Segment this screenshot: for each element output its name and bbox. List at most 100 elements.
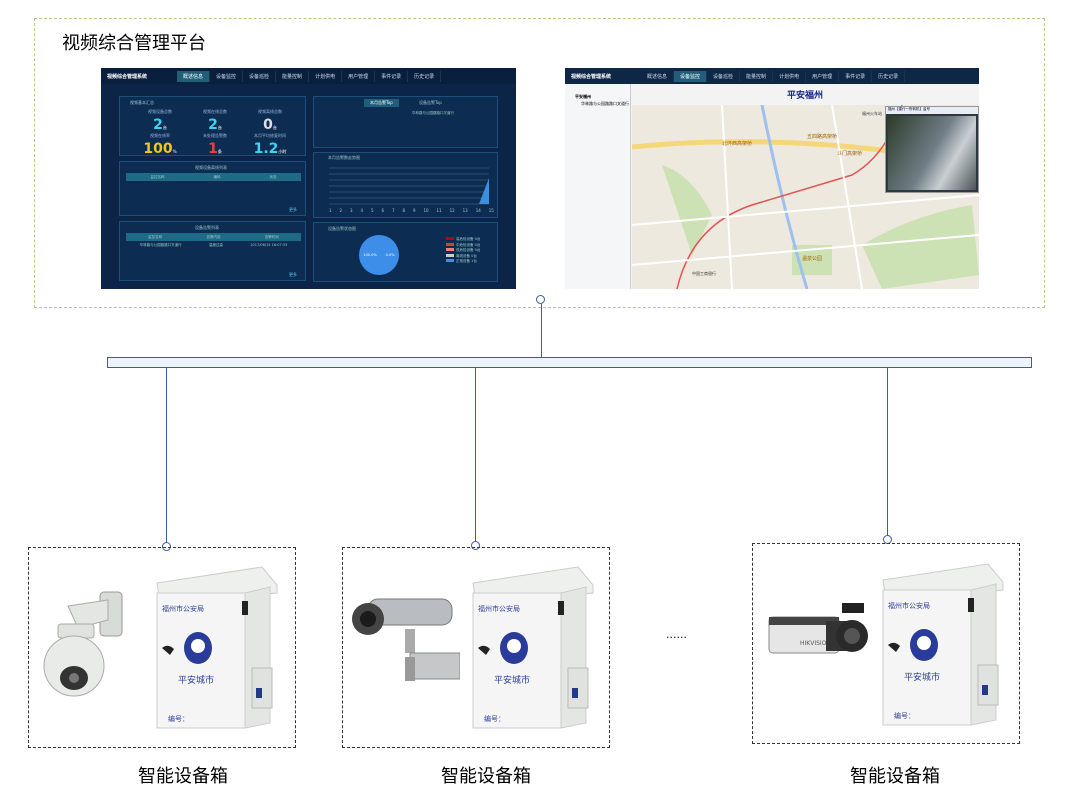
tree-item[interactable]: 华林路与公园路路口叉道行: [581, 101, 629, 106]
stat-label: 视频离线总数: [258, 109, 282, 114]
stat-label: 未处理告警数: [203, 133, 227, 138]
legend-label: 高危险设备 0台: [456, 237, 481, 241]
stat-unit: 小时: [278, 149, 287, 154]
summary-title: 视频基本汇总: [130, 100, 154, 105]
device-port: [471, 541, 480, 550]
alarm-row: 华林路与公园路路口叉道行: [412, 111, 454, 115]
cell: 华林路与公园路路口叉道行: [139, 243, 182, 247]
more-link[interactable]: 更多: [289, 272, 297, 277]
device-label: 智能设备箱: [441, 766, 531, 787]
offline-list-title: 视频设备离线列表: [195, 165, 227, 170]
stat-card: 视频设备总数 2台: [130, 109, 190, 133]
more-devices-ellipsis: ......: [666, 628, 687, 641]
tab-power[interactable]: 计划供电: [773, 70, 807, 82]
map-nav: 视频综合管理系统 概述信息 设备监控 设备巡检 能量控制 计划供电 用户管理 事…: [565, 68, 979, 84]
legend-item: 低危险设备 0台: [446, 248, 480, 254]
col-header: 监控名称: [148, 234, 163, 239]
stat-label: 本月平均修复时间: [254, 133, 286, 138]
map-screenshot: 视频综合管理系统 概述信息 设备监控 设备巡检 能量控制 计划供电 用户管理 事…: [565, 68, 979, 289]
video-title: 福州【建行一所转机】监号: [886, 107, 978, 114]
tab-device-top[interactable]: 设备告警Top: [419, 100, 442, 105]
stat-value: 1: [208, 141, 218, 157]
tab-monthly-top[interactable]: 本月告警Top: [364, 99, 399, 107]
video-popup[interactable]: 福州【建行一所转机】监号: [885, 106, 979, 193]
tab-power[interactable]: 计划供电: [309, 70, 343, 82]
tab-monitor[interactable]: 设备监控: [674, 70, 708, 82]
legend-item: 离线设备 0台: [446, 253, 480, 260]
cabinet-number: 编号：: [168, 714, 189, 723]
tab-users[interactable]: 用户管理: [342, 70, 376, 82]
stat-label: 视频在线总数: [203, 109, 227, 114]
legend-label: 低危险设备 0台: [456, 248, 481, 252]
x-tick: 6: [381, 208, 385, 213]
col-header: 状态: [269, 174, 277, 179]
cell: 2017/06/15 16:07:33: [250, 243, 288, 247]
cabinet-org: 福州市公安局: [888, 601, 930, 610]
alarm-top-panel: 本月告警Top 设备告警Top 华林路与公园路路口叉道行: [313, 96, 498, 148]
legend-item: 中危险设备 0台: [446, 242, 480, 249]
stat-value: 0: [263, 117, 273, 133]
map-place: 五四路高架桥: [807, 133, 837, 140]
legend-item: 正常设备 1台: [446, 259, 480, 265]
app-name: 视频综合管理系统: [107, 73, 148, 80]
tab-users[interactable]: 用户管理: [806, 70, 840, 82]
col-header: 编码: [213, 174, 221, 179]
drop-line: [475, 368, 476, 545]
device-box-3: [752, 543, 1020, 744]
equipment-cabinet: 福州市公安局 平安城市 编号：: [882, 563, 1004, 726]
more-link[interactable]: 更多: [289, 207, 297, 212]
hikvision-camera-icon: HIKVISION: [768, 603, 868, 654]
drop-line: [887, 368, 888, 540]
tab-overview[interactable]: 概述信息: [177, 70, 211, 82]
x-tick: 5: [371, 208, 374, 213]
device-tree: 平安福州 华林路与公园路路口叉道行: [565, 84, 631, 289]
stat-card: 视频在线总数 2台: [185, 109, 245, 133]
col-header: 告警内容: [206, 234, 221, 239]
dashboard-nav: 视频综合管理系统 概述信息 设备监控 设备巡检 能量控制 计划供电 用户管理 事…: [101, 68, 516, 84]
app-name: 视频综合管理系统: [571, 73, 612, 80]
legend-label: 正常设备 1台: [456, 259, 477, 263]
map-place: 中国工商银行: [692, 270, 716, 276]
pie-label: 0.0%: [385, 253, 395, 257]
platform-title: 视频综合管理平台: [62, 33, 206, 54]
tree-root[interactable]: 平安福州: [575, 94, 591, 99]
device-box-1: [28, 547, 296, 748]
col-header: 告警时间: [264, 234, 279, 239]
equipment-cabinet: 福州市公安局 平安城市 编号：: [472, 566, 594, 729]
bullet-camera-icon: [352, 598, 460, 681]
tab-overview[interactable]: 概述信息: [641, 70, 675, 82]
legend-label: 离线设备 0台: [456, 253, 477, 258]
x-tick: 10: [423, 208, 429, 213]
cabinet-text: 平安城市: [494, 674, 530, 686]
dome-camera-icon: [43, 591, 123, 697]
tab-history[interactable]: 历史记录: [408, 70, 442, 82]
tab-energy[interactable]: 能量控制: [740, 70, 774, 82]
device-label: 智能设备箱: [850, 766, 940, 787]
x-tick: 13: [462, 208, 468, 213]
summary-panel: 视频基本汇总 视频设备总数 2台 视频在线总数 2台 视频离线总数 0 台 视频在…: [119, 96, 306, 157]
chart-title: 本月告警数走势图: [328, 155, 360, 160]
platform-port: [536, 295, 545, 304]
pie-title: 设备告警状态图: [328, 226, 356, 231]
map-place: 福州火车站: [862, 110, 882, 116]
tab-history[interactable]: 历史记录: [872, 70, 906, 82]
stat-unit: 条: [217, 149, 222, 154]
tab-monitor[interactable]: 设备监控: [210, 70, 244, 82]
stat-card: 视频在线率 100%: [130, 133, 190, 157]
x-tick: 3: [350, 208, 353, 213]
tab-events[interactable]: 事件记录: [375, 70, 409, 82]
tab-inspect[interactable]: 设备巡检: [243, 70, 277, 82]
stat-card: 未处理告警数 1条: [185, 133, 245, 157]
tab-events[interactable]: 事件记录: [839, 70, 873, 82]
tab-energy[interactable]: 能量控制: [276, 70, 310, 82]
stat-value: 2: [153, 117, 163, 133]
alarm-list-title: 设备告警列表: [195, 225, 219, 230]
tab-inspect[interactable]: 设备巡检: [707, 70, 741, 82]
uplink-line: [541, 304, 542, 357]
device-box-2: [342, 547, 610, 748]
x-tick: 14: [475, 208, 481, 213]
stat-unit: 台: [162, 125, 167, 130]
